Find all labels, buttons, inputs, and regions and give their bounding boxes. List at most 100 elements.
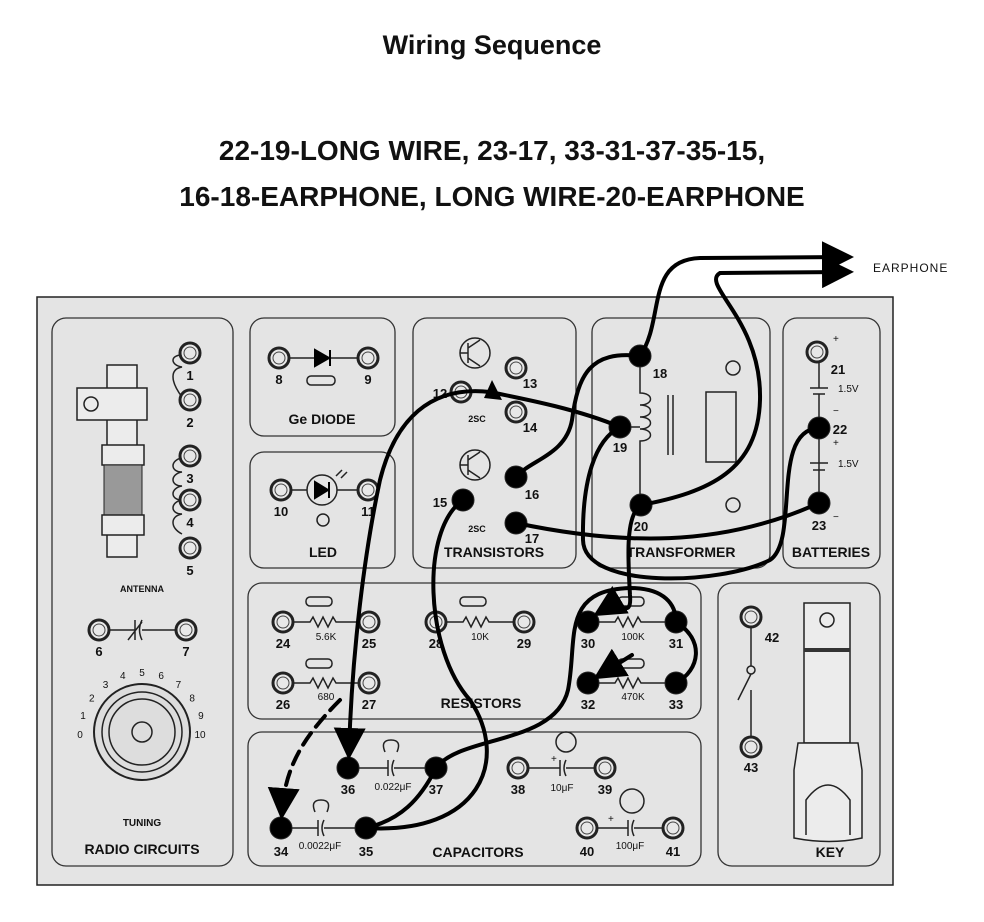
terminal-spring-icon[interactable] (271, 671, 295, 695)
tuning-dial[interactable] (93, 683, 191, 781)
terminal-9[interactable]: 9 (356, 346, 380, 387)
terminal-25[interactable]: 25 (357, 610, 381, 651)
terminal-29[interactable]: 29 (512, 610, 536, 651)
resistor-symbols (293, 615, 666, 690)
terminal-inner-ring (509, 405, 523, 419)
terminal-spring-icon[interactable] (87, 618, 111, 642)
terminal-3[interactable]: 3 (178, 444, 202, 486)
plus-sign: + (833, 334, 839, 345)
terminal-spring-icon[interactable] (178, 388, 202, 412)
terminal-number: 15 (433, 495, 447, 510)
terminal-spring-icon[interactable] (271, 610, 295, 634)
electrolytic-capacitor-icon (619, 788, 645, 814)
terminal-21[interactable]: 21 (805, 340, 845, 377)
terminal-34[interactable]: 34 (269, 816, 293, 859)
resistor-value: 470K (621, 692, 645, 703)
terminal-number: 41 (666, 844, 680, 859)
terminal-spring-icon[interactable] (739, 605, 763, 629)
terminal-24[interactable]: 24 (271, 610, 295, 651)
screw-icon (725, 360, 741, 376)
terminal-inner-ring (598, 761, 612, 775)
terminal-inner-ring (179, 623, 193, 637)
earphone-label: EARPHONE (873, 261, 948, 275)
antenna-coil-icon (76, 354, 183, 558)
terminal-spring-icon[interactable] (805, 340, 829, 364)
terminal-26[interactable]: 26 (271, 671, 295, 712)
terminal-27[interactable]: 27 (357, 671, 381, 712)
terminal-inner-ring (361, 351, 375, 365)
terminal-number: 14 (523, 420, 538, 435)
screw-icon (725, 497, 741, 513)
terminal-spring-icon[interactable] (178, 341, 202, 365)
terminal-spring-icon[interactable] (575, 816, 599, 840)
terminal-spring-icon[interactable] (357, 671, 381, 695)
terminal-spring-icon[interactable] (512, 610, 536, 634)
terminal-number: 16 (525, 487, 539, 502)
terminal-10[interactable]: 10 (269, 478, 293, 519)
wire-37-31 (434, 585, 678, 770)
capacitor-value: 0.0022μF (299, 841, 341, 852)
terminal-number: 27 (362, 697, 376, 712)
terminal-spring-icon[interactable] (504, 400, 528, 424)
telegraph-key[interactable] (793, 602, 863, 843)
terminal-number: 33 (669, 697, 683, 712)
terminal-42[interactable]: 42 (739, 605, 779, 645)
terminal-spring-icon[interactable] (357, 610, 381, 634)
terminal-8[interactable]: 8 (267, 346, 291, 387)
terminal-inner-ring (276, 615, 290, 629)
resistor-value: 100K (621, 632, 645, 643)
key-box (717, 582, 881, 867)
terminal-number: 24 (276, 636, 291, 651)
wire-18-earphone (638, 241, 854, 358)
terminal-4[interactable]: 4 (178, 488, 202, 530)
terminal-inner-ring (810, 345, 824, 359)
terminal-inner-ring (272, 351, 286, 365)
wire-15-35 (364, 498, 489, 831)
transistor-icon (459, 337, 491, 369)
terminal-6[interactable]: 6 (87, 618, 111, 659)
sequence-line-1: 22-19-LONG WIRE, 23-17, 33-31-37-35-15, (218, 135, 766, 166)
terminal-40[interactable]: 40 (575, 816, 599, 859)
terminal-spring-icon[interactable] (356, 346, 380, 370)
terminal-spring-icon[interactable] (739, 735, 763, 759)
terminal-spring-icon[interactable] (174, 618, 198, 642)
terminal-39[interactable]: 39 (593, 756, 617, 797)
terminal-7[interactable]: 7 (174, 618, 198, 659)
terminal-1[interactable]: 1 (178, 341, 202, 383)
terminal-spring-icon[interactable] (504, 356, 528, 380)
terminal-number: 39 (598, 782, 612, 797)
terminal-36[interactable]: 36 (336, 756, 360, 797)
terminal-inner-ring (361, 483, 375, 497)
terminal-5[interactable]: 5 (178, 536, 202, 578)
resistor-value: 5.6K (316, 632, 337, 643)
terminal-spring-icon[interactable] (661, 816, 685, 840)
terminal-spring-icon[interactable] (269, 478, 293, 502)
terminal-2[interactable]: 2 (178, 388, 202, 430)
terminal-spring-icon[interactable] (506, 756, 530, 780)
terminal-43[interactable]: 43 (739, 735, 763, 775)
terminal-connected-icon[interactable] (336, 756, 360, 780)
terminal-spring-icon[interactable] (593, 756, 617, 780)
terminal-13[interactable]: 13 (504, 356, 537, 391)
terminal-spring-icon[interactable] (178, 536, 202, 560)
terminal-spring-icon[interactable] (178, 444, 202, 468)
dial-number: 7 (176, 680, 182, 691)
terminal-number: 7 (182, 644, 189, 659)
terminal-38[interactable]: 38 (506, 756, 530, 797)
terminal-41[interactable]: 41 (661, 816, 685, 859)
led-symbol (314, 480, 330, 500)
terminal-14[interactable]: 14 (504, 400, 538, 435)
terminal-connected-icon[interactable] (576, 671, 600, 695)
resistors-box (247, 582, 702, 720)
terminal-30[interactable]: 30 (576, 610, 600, 651)
radio-circuits-label: RADIO CIRCUITS (84, 841, 199, 857)
terminal-number: 23 (812, 518, 826, 533)
terminal-number: 18 (653, 366, 667, 381)
dial-number: 9 (198, 711, 204, 722)
transistor-type-label: 2SC (468, 414, 486, 424)
terminal-spring-icon[interactable] (267, 346, 291, 370)
transformer-label: TRANSFORMER (627, 544, 736, 560)
terminal-spring-icon[interactable] (178, 488, 202, 512)
terminal-connected-icon[interactable] (269, 816, 293, 840)
